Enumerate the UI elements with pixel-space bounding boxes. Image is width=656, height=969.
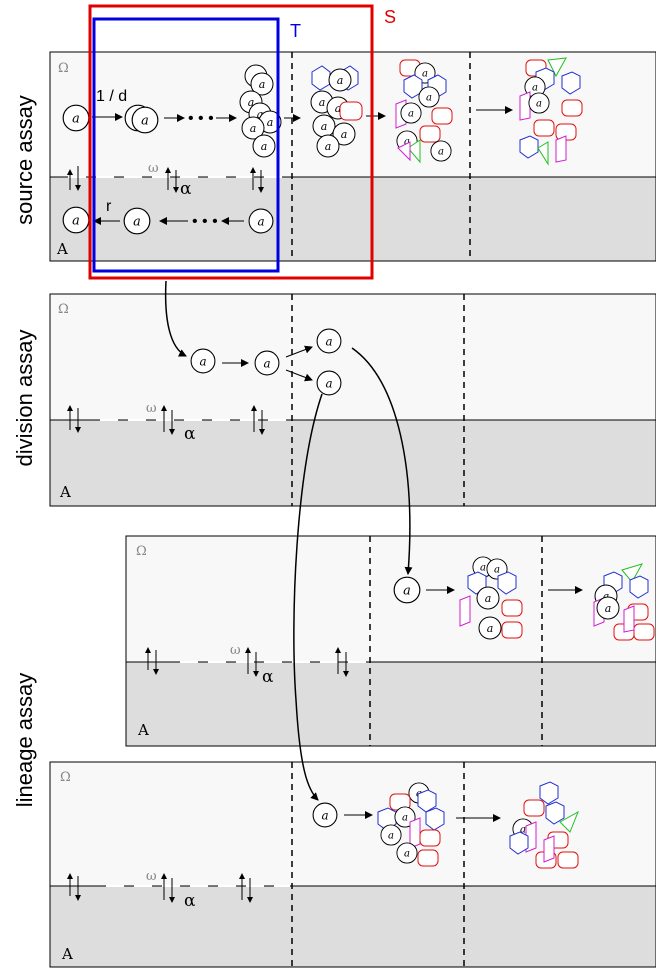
omega-upper-label: Ω (136, 544, 147, 559)
omega-upper-label: Ω (58, 302, 69, 317)
lineage-panel-1: Ω A ω α (125, 535, 656, 747)
selection-box-S (88, 4, 374, 280)
selection-box-T (92, 17, 280, 273)
alpha-label: α (184, 424, 196, 444)
omega-upper-label: Ω (60, 770, 71, 785)
lineage1-cluster-2 (593, 563, 655, 641)
source-cluster-2 (395, 59, 453, 164)
corner-label: A (61, 945, 73, 963)
corner-label: A (137, 721, 149, 739)
row-label-source: source assay (12, 95, 37, 225)
dots-bottom: • • • (192, 213, 218, 230)
lineage2-cluster-1 (377, 782, 445, 867)
connector-division-to-lineage1 (351, 347, 413, 575)
selection-label-S: S (384, 7, 396, 27)
source-cluster-3 (519, 57, 583, 166)
source-panel: Ω A ω α 1 / d • • • r • • • (49, 51, 656, 262)
omega-lower-label: ω (230, 643, 241, 658)
connector-division-to-lineage2 (293, 393, 323, 801)
lineage-panel-2: Ω A ω α (49, 761, 656, 968)
lineage1-cluster-1 (459, 556, 523, 640)
corner-label: A (59, 483, 71, 501)
row-label-lineage: lineage assay (12, 673, 37, 808)
lineage2-cluster-2 (509, 781, 579, 869)
alpha-label: α (180, 179, 192, 199)
source-cluster-1 (310, 65, 363, 158)
dots-top: • • • (188, 110, 214, 127)
connector-source-to-division (164, 280, 187, 357)
omega-upper-label: Ω (58, 61, 69, 76)
alpha-label: α (262, 667, 274, 687)
selection-label-T: T (290, 21, 301, 41)
alpha-label: α (184, 891, 196, 911)
omega-lower-label: ω (146, 401, 157, 416)
omega-lower-label: ω (146, 869, 157, 884)
rate-return-label: r (106, 198, 112, 215)
rate-divide-label: 1 / d (96, 88, 127, 105)
row-label-division: division assay (12, 330, 37, 467)
omega-lower-label: ω (148, 161, 159, 176)
division-panel: Ω A ω α (49, 293, 656, 507)
corner-label: A (56, 240, 68, 258)
